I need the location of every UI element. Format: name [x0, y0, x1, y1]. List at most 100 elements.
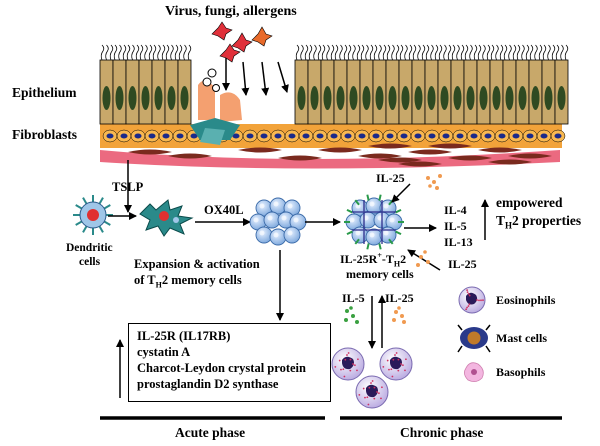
il25r-receptor — [395, 230, 402, 236]
il25r-receptor — [346, 208, 353, 214]
il25r-receptor — [378, 243, 382, 250]
expansion-label-line1: Expansion & activation — [134, 257, 260, 271]
epithelium-label: Epithelium — [12, 85, 77, 100]
spindle-fibroblast — [128, 149, 172, 155]
cilia — [100, 44, 569, 61]
fibroblast-band-cell — [382, 129, 398, 143]
il25-right-dots — [416, 250, 430, 267]
spindle-fibroblast — [478, 147, 522, 153]
fibroblast-band-cell — [508, 129, 524, 143]
epithelial-cell — [463, 59, 478, 125]
epithelial-cell — [307, 59, 322, 125]
empowered-label-line2: TH2 properties — [496, 213, 582, 231]
epithelial-cell — [489, 59, 504, 125]
eosinophils-label: Eosinophils — [496, 293, 556, 307]
acute-phase-label: Acute phase — [175, 425, 246, 440]
epithelial-cell — [385, 59, 400, 125]
spindle-fibroblast — [168, 153, 212, 159]
fibroblast-band-cell — [438, 129, 454, 143]
spindle-fibroblast — [398, 161, 442, 167]
fibroblast-band-cell — [368, 129, 384, 143]
epithelial-cell — [99, 59, 114, 125]
il25r-receptor — [395, 208, 402, 214]
tslp-label: TSLP — [112, 180, 144, 194]
eosinophil — [379, 347, 413, 381]
fibroblast-band-cell — [494, 129, 510, 143]
fibroblast-band-cell — [130, 129, 146, 143]
spindle-fibroblast — [358, 153, 402, 159]
epithelial-cell — [528, 59, 543, 125]
th2-memory-cluster — [249, 197, 307, 246]
spindle-fibroblast — [378, 157, 422, 163]
fibroblast-band-cell — [452, 129, 468, 143]
fibroblast-band-cell — [340, 129, 356, 143]
il25r-th2-memory-cluster — [344, 194, 404, 250]
spindle-fibroblast — [508, 153, 552, 159]
il25-right-label: IL-25 — [448, 257, 477, 271]
virus-particles — [211, 21, 273, 63]
fibroblast-band-cell — [326, 129, 342, 143]
epithelial-cell — [554, 59, 569, 125]
fibroblast-band-cell — [144, 129, 160, 143]
il25-lower-dots — [392, 306, 406, 324]
epithelial-cell — [164, 59, 179, 125]
th2-cell — [365, 197, 383, 215]
il25r-receptor — [354, 199, 360, 206]
fibroblast-band-cell — [158, 129, 174, 143]
eosinophil — [331, 347, 365, 381]
il25r-receptor — [346, 230, 353, 236]
th2-cell — [255, 226, 273, 244]
chronic-phase-label: Chronic phase — [400, 425, 484, 440]
fibroblasts-label: Fibroblasts — [12, 127, 78, 142]
epithelial-cell — [320, 59, 335, 125]
il5-label: IL-5 — [444, 219, 467, 233]
spindle-fibroblast — [318, 147, 362, 153]
fibroblast-band-cell — [270, 129, 286, 143]
basophils-label: Basophils — [496, 365, 546, 379]
il25-top-arrow — [391, 183, 411, 203]
eosinophil-legend-icon — [458, 286, 486, 314]
fibroblast-band-cell — [550, 129, 566, 143]
epithelial-damage-zone — [190, 68, 242, 145]
activated-dendritic-cell — [139, 199, 194, 237]
il25r-receptor — [388, 238, 394, 245]
epithelial-cell — [398, 59, 413, 125]
epithelial-cell — [372, 59, 387, 125]
epithelial-cell — [125, 59, 140, 125]
fibroblast-band-cell — [396, 129, 412, 143]
fibroblast-band-cell — [480, 129, 496, 143]
epithelial-cell — [411, 59, 426, 125]
ox40l-label: OX40L — [204, 203, 244, 217]
gene-box: IL-25R (IL17RB) cystatin A Charcot-Leydo… — [128, 323, 331, 402]
trigger-arrows — [222, 58, 289, 96]
gene-item: cystatin A — [137, 345, 191, 359]
il5-lower-label: IL-5 — [342, 291, 365, 305]
th2-cell — [379, 226, 397, 244]
fibroblast-band-cell — [522, 129, 538, 143]
eosinophil — [355, 375, 389, 409]
spindle-fibroblast — [368, 143, 412, 149]
mast-cells-label: Mast cells — [496, 331, 547, 345]
empowered-label-line1: empowered — [496, 195, 563, 210]
basophil-legend-icon — [464, 362, 484, 382]
fibroblast-band-cell — [242, 129, 258, 143]
dendritic-label-line1: Dendritic — [66, 242, 113, 254]
gene-item: Charcot-Leydon crystal protein — [137, 361, 306, 375]
spindle-fibroblast — [278, 155, 322, 161]
spindle-fibroblast — [428, 143, 472, 149]
epithelial-cell — [424, 59, 439, 125]
epithelial-cell — [450, 59, 465, 125]
epithelial-cell — [177, 59, 192, 125]
fibroblast-band-cell — [284, 129, 300, 143]
fibroblast-band-cell — [354, 129, 370, 143]
il25r-receptor — [378, 194, 382, 201]
epithelial-cell — [359, 59, 374, 125]
fibroblast-cells — [128, 143, 552, 167]
th2-cell — [365, 228, 383, 246]
epithelial-cell — [502, 59, 517, 125]
epithelial-cell — [112, 59, 127, 125]
epithelial-cell — [294, 59, 309, 125]
il5-dots — [344, 306, 359, 324]
il25r-receptor — [366, 243, 370, 250]
